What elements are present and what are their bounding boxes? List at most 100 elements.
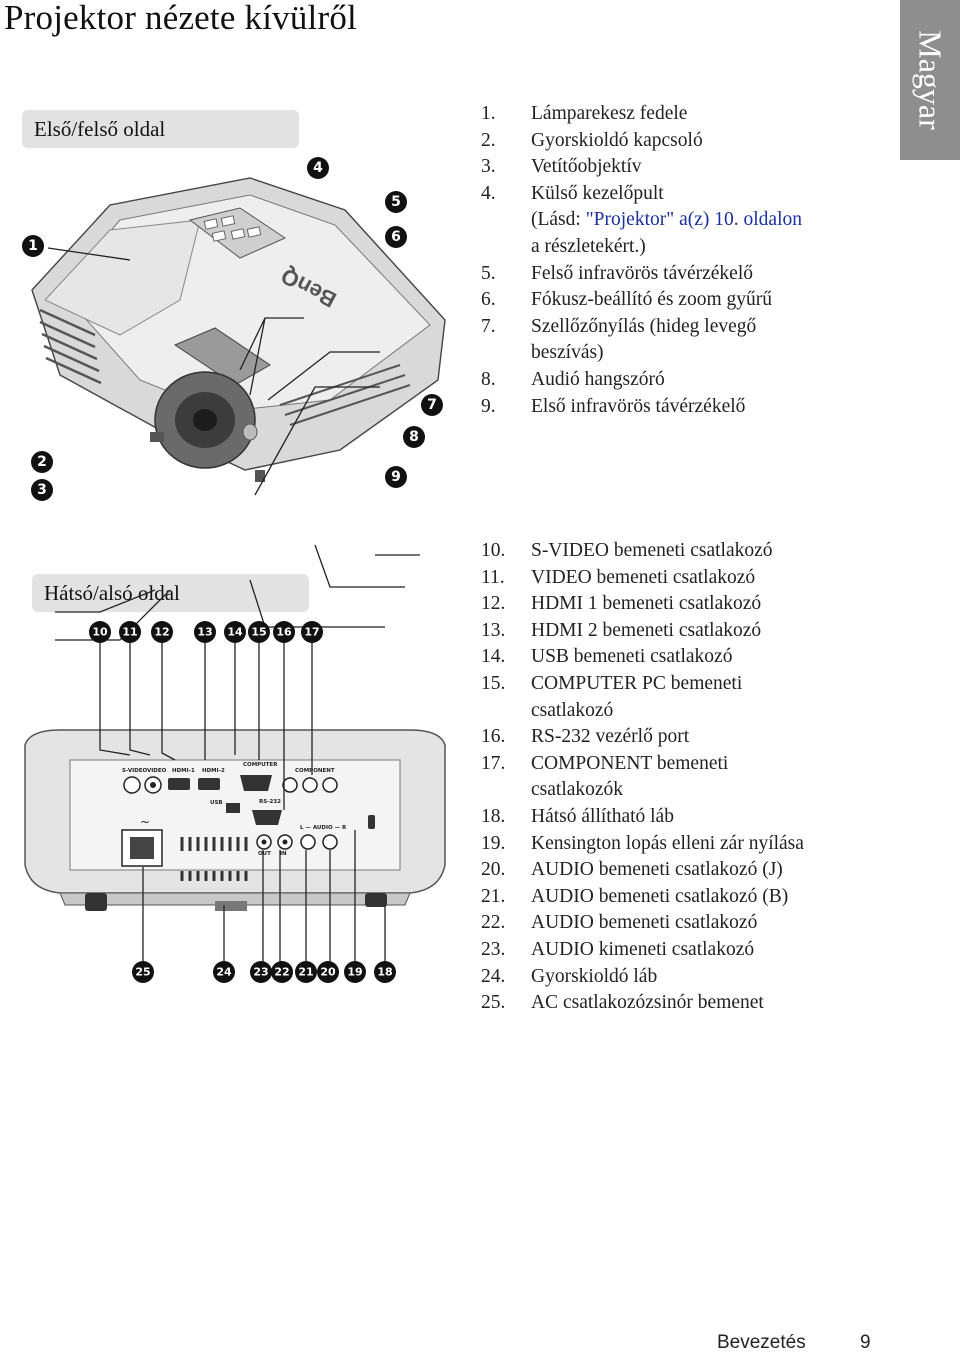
list-item: 21.AUDIO bemeneti csatlakozó (B): [481, 885, 789, 907]
list-item: 15.COMPUTER PC bemeneti: [481, 672, 743, 694]
list-item: csatlakozók: [531, 779, 624, 801]
svg-text:20: 20: [320, 966, 336, 979]
front-section-label: Első/felső oldal: [22, 110, 299, 148]
callout-23: 23: [250, 961, 272, 983]
callout-17: 17: [301, 621, 323, 643]
list-item: (Lásd: "Projektor" a(z) 10. oldalon: [531, 209, 802, 231]
callout-4: 4: [307, 157, 329, 179]
svg-text:10: 10: [92, 626, 108, 639]
svg-text:9: 9: [391, 469, 401, 485]
svg-text:16: 16: [276, 626, 292, 639]
svg-text:8: 8: [409, 429, 419, 445]
svg-text:15: 15: [251, 626, 266, 639]
list-item: 6.Fókusz-beállító és zoom gyűrű: [481, 289, 772, 311]
rear-callouts: 10 11 12 13 14 15 16 17 25 24 23 22 21 2…: [89, 621, 396, 983]
callout-20: 20: [317, 961, 339, 983]
callout-6: 6: [385, 226, 407, 248]
svg-text:3: 3: [37, 482, 47, 498]
component-port-label: COMPONENT: [295, 768, 335, 774]
audio-port-label: L — AUDIO — R: [300, 825, 347, 831]
svg-text:14: 14: [227, 626, 243, 639]
list-item: 9.Első infravörös távérzékelő: [481, 395, 746, 417]
control-panel-illustration: [188, 207, 287, 259]
svg-text:6: 6: [391, 229, 401, 245]
list-item: 24.Gyorskioldó láb: [481, 965, 658, 987]
svg-text:22: 22: [274, 966, 289, 979]
callout-5: 5: [385, 191, 407, 213]
list-item: 17.COMPONENT bemeneti: [481, 752, 729, 774]
callout-15: 15: [248, 621, 270, 643]
front-callouts: 1 4 5 6 7 8 9 2 3: [22, 157, 443, 501]
list-item: 3.Vetítőobjektív: [481, 156, 642, 178]
rs232-port-label: RS-232: [259, 799, 281, 805]
list-item: 2.Gyorskioldó kapcsoló: [481, 129, 703, 151]
hdmi1-port-label: HDMI-1: [172, 768, 195, 774]
callout-3: 3: [31, 479, 53, 501]
audio-in-label: IN: [280, 851, 287, 857]
hdmi2-port-label: HDMI-2: [202, 768, 225, 774]
svg-text:19: 19: [347, 966, 362, 979]
list-item: a részletekért.): [531, 235, 646, 257]
callout-9: 9: [385, 466, 407, 488]
svg-text:12: 12: [154, 626, 169, 639]
svideo-port-label: S-VIDEO: [122, 768, 147, 774]
svg-text:18: 18: [377, 966, 392, 979]
callout-1: 1: [22, 235, 44, 257]
list-item: 1.Lámparekesz fedele: [481, 103, 688, 124]
list-item: 25.AC csatlakozózsinór bemenet: [481, 992, 764, 1014]
list-item: csatlakozó: [531, 699, 614, 721]
list-item: 12.HDMI 1 bemeneti csatlakozó: [481, 593, 762, 615]
footer-page-number: 9: [860, 1332, 871, 1353]
svg-text:4: 4: [313, 160, 323, 176]
svg-text:23: 23: [253, 966, 268, 979]
callout-13: 13: [194, 621, 216, 643]
callout-14: 14: [224, 621, 246, 643]
svg-text:21: 21: [298, 966, 313, 979]
list-item: 23.AUDIO kimeneti csatlakozó: [481, 938, 755, 960]
list-item: 18.Hátsó állítható láb: [481, 805, 674, 827]
callout-11: 11: [119, 621, 141, 643]
callout-12: 12: [151, 621, 173, 643]
ac-symbol-label: ~: [140, 815, 150, 829]
callout-2: 2: [31, 451, 53, 473]
list-item: 16.RS-232 vezérlő port: [481, 726, 690, 748]
projector-front-illustration: BenQ: [31, 177, 446, 641]
svg-text:2: 2: [37, 454, 47, 470]
rear-parts-list: 10.S-VIDEO bemeneti csatlakozó 11.VIDEO …: [481, 538, 804, 1017]
callout-18: 18: [374, 961, 396, 983]
rear-section-label: Hátsó/alsó oldal: [32, 574, 309, 612]
callout-22: 22: [271, 961, 293, 983]
callout-7: 7: [421, 394, 443, 416]
list-item: 8.Audió hangszóró: [481, 368, 665, 390]
list-item: 4.Külső kezelőpult: [481, 182, 664, 204]
callout-16: 16: [273, 621, 295, 643]
callout-24: 24: [213, 961, 235, 983]
list-item: 5.Felső infravörös távérzékelő: [481, 262, 754, 284]
callout-10: 10: [89, 621, 111, 643]
list-item: 14.USB bemeneti csatlakozó: [481, 646, 733, 668]
svg-text:1: 1: [28, 238, 38, 254]
list-item: beszívás): [531, 342, 604, 364]
list-item: 11.VIDEO bemeneti csatlakozó: [481, 566, 756, 588]
page-reference-link[interactable]: "Projektor" a(z) 10. oldalon: [585, 209, 802, 231]
audio-out-label: OUT: [258, 851, 271, 857]
list-item: 22.AUDIO bemeneti csatlakozó: [481, 912, 758, 934]
svg-text:17: 17: [304, 626, 319, 639]
usb-port-label: USB: [210, 800, 223, 806]
svg-text:25: 25: [135, 966, 150, 979]
svg-text:5: 5: [391, 194, 401, 210]
callout-21: 21: [295, 961, 317, 983]
page-title: Projektor nézete kívülről: [4, 0, 357, 37]
callout-19: 19: [344, 961, 366, 983]
callout-25: 25: [132, 961, 154, 983]
list-item: 10.S-VIDEO bemeneti csatlakozó: [481, 540, 773, 561]
projector-rear-illustration: S-VIDEO VIDEO HDMI-1 HDMI-2 COMPUTER COM…: [24, 642, 446, 973]
video-port-label: VIDEO: [147, 768, 167, 774]
computer-port-label: COMPUTER: [243, 762, 278, 768]
svg-text:11: 11: [122, 626, 137, 639]
language-tab: Magyar: [900, 0, 960, 160]
list-item: 13.HDMI 2 bemeneti csatlakozó: [481, 619, 762, 641]
front-parts-list: 1.Lámparekesz fedele 2.Gyorskioldó kapcs…: [481, 101, 802, 420]
footer-section-title: Bevezetés: [717, 1332, 806, 1353]
callout-8: 8: [403, 426, 425, 448]
